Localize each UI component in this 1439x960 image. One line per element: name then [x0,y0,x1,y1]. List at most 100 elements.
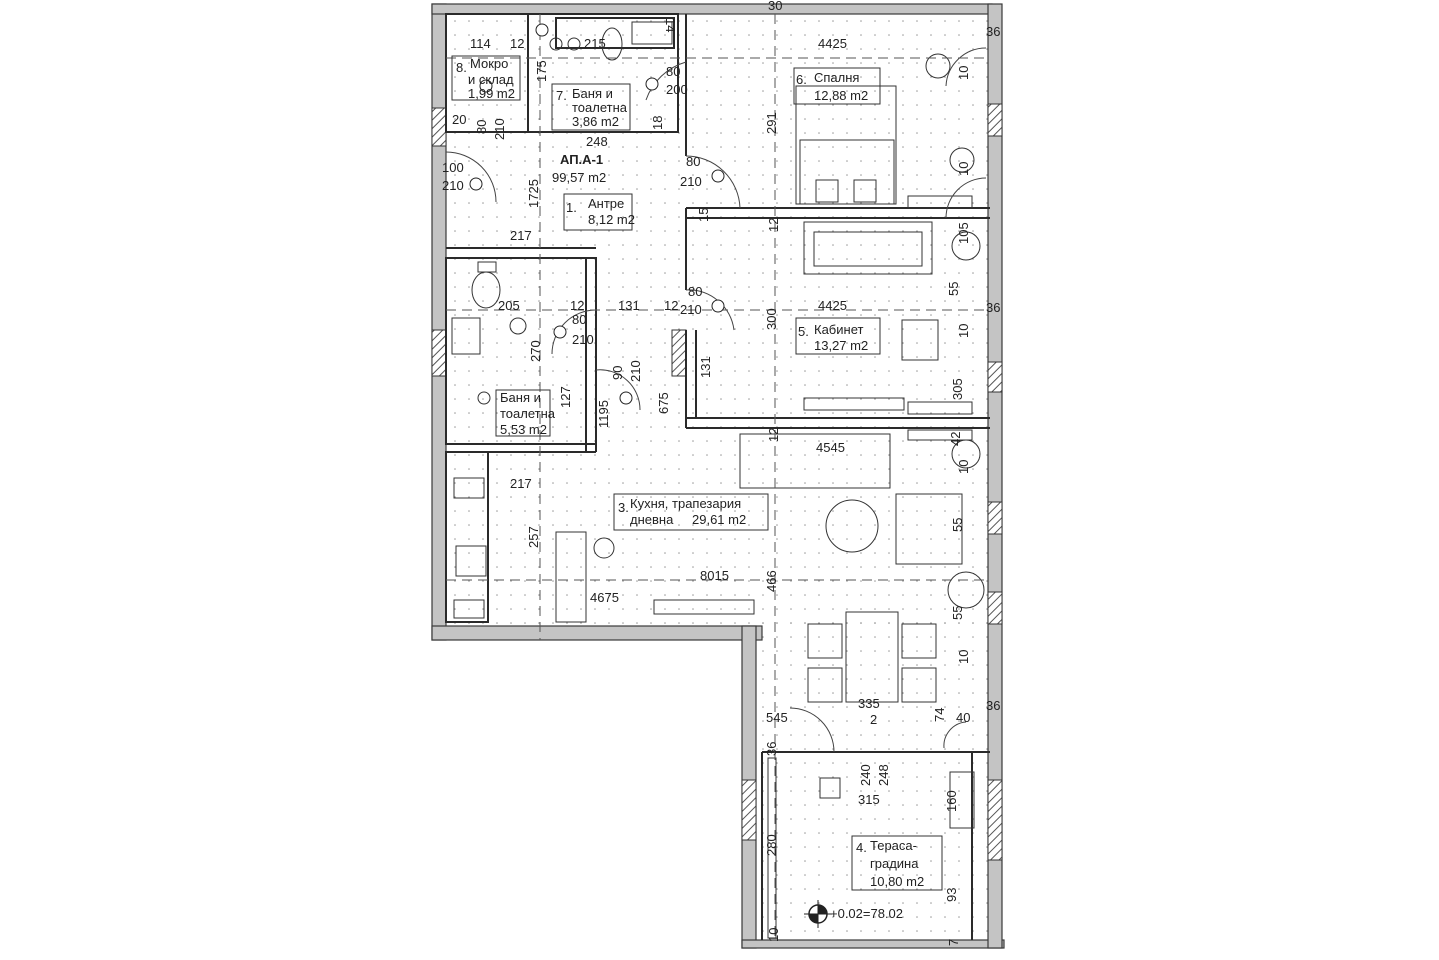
dim-label: 10 [956,324,971,338]
dim-label: 80 [666,64,680,79]
dim-label: 15 [696,208,711,222]
level-mark: +0.02=78.02 [804,900,903,928]
dim-label: 55 [950,606,965,620]
dim-label: 10 [956,66,971,80]
fixtures [451,21,985,939]
dim-label: 4425 [818,298,847,313]
dim-label: 30 [768,0,782,13]
dim-label: 36 [986,24,1000,39]
room-4-name: Тераса- [870,838,917,853]
dim-label: 257 [526,526,541,548]
dim-label: 14 [663,18,678,32]
dim-label: 210 [492,118,507,140]
room-7-area: 3,86 m2 [572,114,619,129]
room-labels: 1. Антре 8,12 m2 2 3. Кухня, трапезария … [451,55,943,891]
room-7-name: Баня и [572,86,613,101]
dim-label: 1725 [526,179,541,208]
dim-label: 4545 [816,440,845,455]
dim-label: 12 [570,298,584,313]
dim-label: 300 [764,308,779,330]
dim-label: 55 [946,282,961,296]
dim-label: 18 [650,116,665,130]
dim-label: 215 [584,36,606,51]
dim-label: 12 [766,218,781,232]
dim-label: 20 [452,112,466,127]
dim-label: 36 [986,698,1000,713]
dim-label: 105 [956,222,971,244]
dim-label: 210 [628,360,643,382]
dim-label: 8015 [700,568,729,583]
dim-label: 36 [986,300,1000,315]
dim-label: 305 [950,378,965,400]
room-3-num: 3. [618,500,629,515]
dim-label: 127 [558,386,573,408]
dim-label: 80 [688,284,702,299]
dim-label: 335 [858,696,880,711]
dim-label: 131 [698,356,713,378]
dim-label: 74 [932,708,947,722]
dim-label: 291 [764,112,779,134]
dim-label: 160 [944,790,959,812]
room-2-num: 2 [870,712,877,727]
dim-label: 210 [442,178,464,193]
room-5-name: Кабинет [814,322,863,337]
room-bath2-name-2: тоалетна [500,406,556,421]
dim-label: 80 [686,154,700,169]
room-bath2-area: 5,53 m2 [500,422,547,437]
room-8-num: 8. [456,60,467,75]
room-3-area: 29,61 m2 [692,512,746,527]
dim-label: 280 [764,834,779,856]
dim-label: 210 [572,332,594,347]
room-5-num: 5. [798,324,809,339]
dim-label: 210 [680,174,702,189]
dim-label: 80 [572,312,586,327]
room-8-name: Мокро [470,56,508,71]
room-6-area: 12,88 m2 [814,88,868,103]
dim-label: 545 [766,710,788,725]
dim-label: 10 [956,650,971,664]
dimension-labels: 114 12 175 215 14 30 4425 36 20 80 210 8… [442,0,1000,946]
dim-label: 240 [858,764,873,786]
dim-label: 93 [944,888,959,902]
dim-label: 315 [858,792,880,807]
dim-label: 175 [534,60,549,82]
room-1-name: Антре [588,196,624,211]
dim-label: 466 [764,570,779,592]
dim-label: 80 [474,120,489,134]
dim-label: 1195 [596,400,611,428]
dim-label: 55 [950,518,965,532]
level-mark-text: +0.02=78.02 [830,906,903,921]
room-5-area: 13,27 m2 [814,338,868,353]
dim-label: 12 [510,36,524,51]
dim-label: 100 [442,160,464,175]
room-7-name-2: тоалетна [572,100,628,115]
room-3-name: Кухня, трапезария [630,496,741,511]
room-4-num: 4. [856,840,867,855]
dim-label: 248 [876,764,891,786]
room-8-area: 1,99 m2 [468,86,515,101]
room-4-name-2: градина [870,856,919,871]
room-8-name-2: и склад [468,72,514,87]
dim-label: 10 [956,162,971,176]
window-hatches [431,103,1003,861]
dim-label: 10 [956,460,971,474]
dim-label: 4675 [590,590,619,605]
dim-label: 114 [470,36,491,51]
dim-label: 40 [956,710,970,725]
dim-label: 12 [664,298,678,313]
dim-label: 36 [764,742,779,756]
dim-label: 42 [948,432,963,446]
room-3-name-2: дневна [630,512,674,527]
dim-label: 270 [528,340,543,362]
dim-label: 210 [680,302,702,317]
dim-label: 200 [666,82,688,97]
interior-walls [445,13,990,940]
dim-label: 205 [498,298,520,313]
room-1-area: 8,12 m2 [588,212,635,227]
dim-label: 12 [766,428,781,442]
dim-label: 131 [618,298,640,313]
room-6-name: Спалня [814,70,859,85]
door-swings [445,47,987,753]
room-6-num: 6. [796,72,807,87]
